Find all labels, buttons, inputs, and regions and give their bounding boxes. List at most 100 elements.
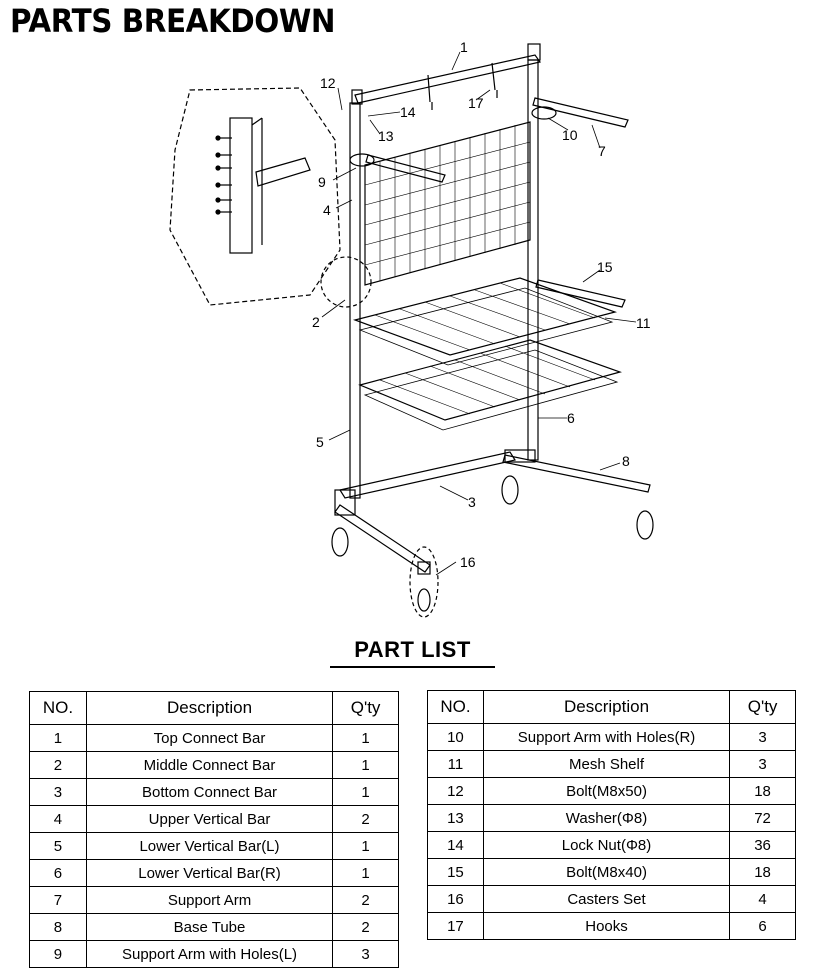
top-connect-bar	[354, 54, 542, 104]
callout-13: 13	[378, 128, 394, 144]
cell-qty: 3	[332, 940, 399, 968]
cell-qty: 2	[332, 913, 399, 941]
caster-right	[636, 510, 654, 540]
callout-11: 11	[636, 315, 651, 331]
callout-12: 12	[320, 75, 336, 91]
cell-description: Bolt(M8x50)	[482, 777, 731, 805]
callout-5: 5	[316, 434, 324, 450]
cell-qty: 2	[332, 805, 399, 833]
cell-no: 6	[29, 859, 87, 887]
caster-back-left	[501, 475, 519, 505]
page-title: PARTS BREAKDOWN	[10, 2, 336, 40]
cell-no: 14	[427, 831, 484, 859]
mesh-shelf-middle	[352, 277, 618, 356]
mesh-shelf-lower	[358, 339, 622, 421]
cell-no: 16	[427, 885, 484, 913]
callout-16: 16	[460, 554, 476, 570]
cell-description: Support Arm with Holes(R)	[482, 723, 731, 751]
cell-qty: 1	[332, 832, 399, 860]
support-arm-left-upper	[365, 154, 446, 183]
cell-description: Lower Vertical Bar(R)	[85, 859, 334, 887]
parts-exploded-diagram: 1 2 3 4 5 6 7 8 9 10 11 12 13 14 15 16 1…	[169, 40, 654, 618]
cell-qty: 3	[729, 750, 796, 778]
part-list-heading: PART LIST	[354, 637, 471, 662]
cell-qty: 6	[729, 912, 796, 940]
cell-description: Bolt(M8x40)	[482, 858, 731, 886]
cell-qty: 1	[332, 724, 399, 752]
cell-qty: 72	[729, 804, 796, 832]
cell-description: Casters Set	[482, 885, 731, 913]
cell-no: 5	[29, 832, 87, 860]
bottom-connect-bar	[339, 451, 516, 499]
cell-no: 13	[427, 804, 484, 832]
callout-1: 1	[460, 40, 468, 55]
base-tube-right	[502, 454, 651, 493]
detail-vertical-bar	[229, 117, 253, 254]
cell-description: Washer(Φ8)	[482, 804, 731, 832]
callout-17: 17	[468, 95, 484, 111]
header-no: NO.	[29, 691, 87, 725]
table-header-row: NO. Description Q'ty	[427, 690, 796, 724]
callout-8: 8	[622, 453, 630, 469]
table-header-row: NO. Description Q'ty	[29, 691, 399, 725]
cell-description: Hooks	[482, 912, 731, 940]
base-tube-left	[334, 504, 431, 573]
cell-no: 8	[29, 913, 87, 941]
caster-front-left	[331, 527, 349, 557]
part-list-underline	[330, 666, 495, 668]
callout-14: 14	[400, 104, 416, 120]
callout-6: 6	[567, 410, 575, 426]
cell-no: 11	[427, 750, 484, 778]
header-no: NO.	[427, 690, 484, 724]
cell-no: 4	[29, 805, 87, 833]
cell-no: 3	[29, 778, 87, 806]
cell-qty: 3	[729, 723, 796, 751]
callout-7: 7	[598, 143, 606, 159]
cell-qty: 36	[729, 831, 796, 859]
cell-no: 1	[29, 724, 87, 752]
cell-description: Bottom Connect Bar	[85, 778, 334, 806]
cell-no: 7	[29, 886, 87, 914]
cell-description: Support Arm with Holes(L)	[85, 940, 334, 968]
header-qty: Q'ty	[729, 690, 796, 724]
callout-9: 9	[318, 174, 326, 190]
cell-description: Top Connect Bar	[85, 724, 334, 752]
cell-no: 10	[427, 723, 484, 751]
cell-qty: 18	[729, 777, 796, 805]
callout-15: 15	[597, 259, 613, 275]
callout-10: 10	[562, 127, 578, 143]
cell-no: 12	[427, 777, 484, 805]
cell-qty: 18	[729, 858, 796, 886]
cell-qty: 1	[332, 751, 399, 779]
cell-description: Upper Vertical Bar	[85, 805, 334, 833]
cell-qty: 4	[729, 885, 796, 913]
cell-description: Lower Vertical Bar(L)	[85, 832, 334, 860]
callout-4: 4	[323, 202, 331, 218]
cell-description: Base Tube	[85, 913, 334, 941]
callout-3: 3	[468, 494, 476, 510]
support-arm-right-upper	[532, 97, 629, 128]
callout-2: 2	[312, 314, 320, 330]
right-vertical-bar	[527, 59, 539, 461]
header-qty: Q'ty	[332, 691, 399, 725]
cell-no: 17	[427, 912, 484, 940]
cell-no: 2	[29, 751, 87, 779]
